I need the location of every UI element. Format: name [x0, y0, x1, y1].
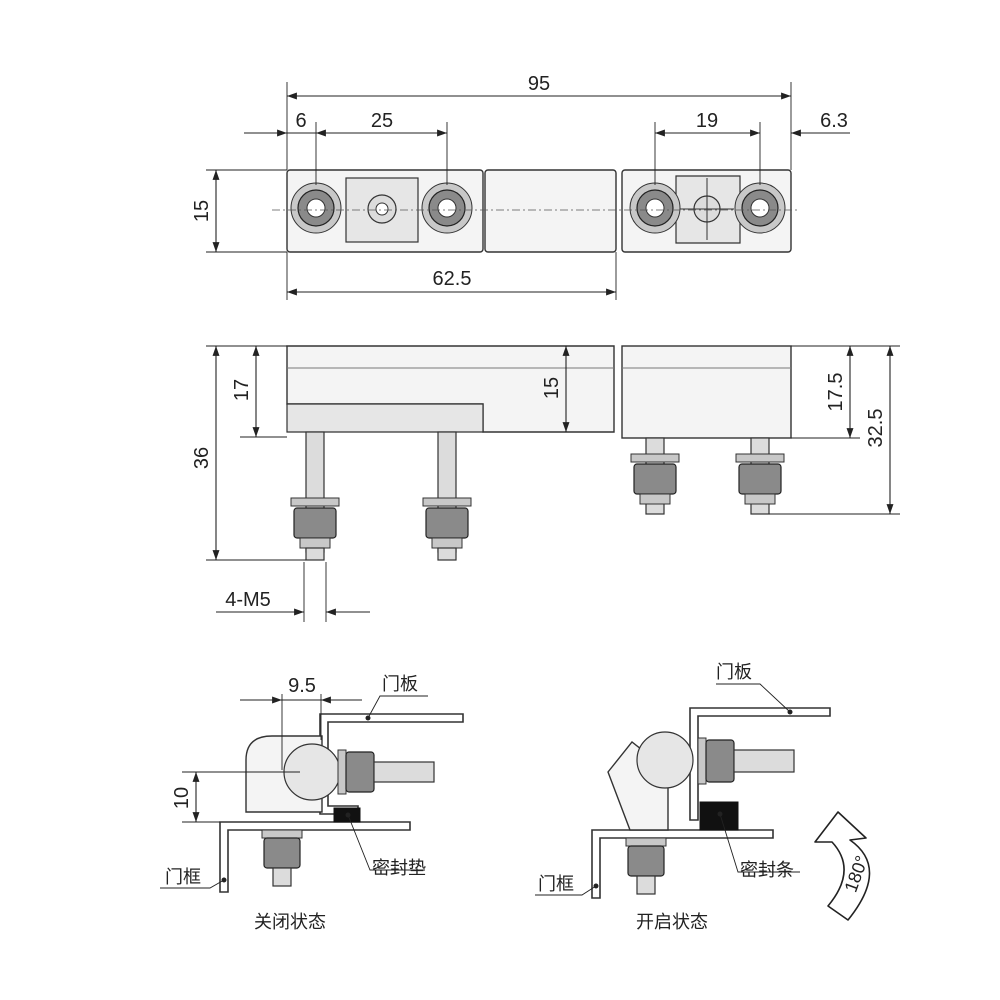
rotation-arrow-icon [814, 811, 871, 921]
label-door-frame-open: 门框 [538, 874, 574, 895]
label-door-panel-closed: 门板 [382, 674, 418, 695]
long-bolt-2 [422, 431, 472, 561]
long-bolt-1 [290, 431, 340, 561]
short-bolt-1 [630, 437, 680, 515]
top-view: 95 6 25 19 6.3 15 62.5 [191, 73, 850, 300]
dim-right-spacing: 19 [696, 110, 718, 132]
label-closed-state: 关闭状态 [254, 912, 326, 933]
label-open-state: 开启状态 [636, 912, 708, 933]
dim-left-spacing: 25 [371, 110, 393, 132]
label-door-panel-open: 门板 [716, 662, 752, 683]
leader-seal-strip [719, 813, 800, 873]
leader-door-frame-open [535, 885, 597, 896]
dim-overall-length: 95 [528, 73, 550, 95]
door-frame-open [591, 829, 774, 899]
dim-left-length: 62.5 [433, 268, 472, 290]
dim-left-total: 36 [191, 447, 213, 469]
bolt-head-2 [421, 182, 473, 234]
door-panel-open [689, 707, 831, 821]
dim-top-height: 15 [191, 200, 213, 222]
short-bolt-2 [735, 437, 785, 515]
door-frame-closed [219, 821, 411, 893]
bolt-head-1 [290, 182, 342, 234]
right-leaf-side [621, 345, 792, 439]
dim-left-edge: 6 [295, 110, 306, 132]
dim-right-body: 17.5 [825, 373, 847, 412]
leader-door-panel-closed [367, 695, 428, 719]
open-state-view: 门板 门框 密封条 开启状态 180° [535, 662, 872, 933]
dim-thread: 4-M5 [225, 589, 271, 611]
dim-right-edge: 6.3 [820, 110, 848, 132]
dim-middle-body: 15 [541, 377, 563, 399]
dim-closed-height: 10 [171, 787, 193, 809]
label-door-frame-closed: 门框 [165, 867, 201, 888]
leader-seal-pad [347, 814, 425, 871]
dim-closed-offset: 9.5 [288, 675, 316, 697]
hinge-knuckle [484, 169, 617, 253]
label-seal-strip: 密封条 [740, 860, 794, 881]
dim-left-body: 17 [231, 379, 253, 401]
dim-right-total: 32.5 [865, 409, 887, 448]
leader-door-frame-closed [160, 879, 225, 889]
bolt-head-4 [734, 182, 786, 234]
label-seal-pad: 密封垫 [372, 858, 426, 879]
seal-strip [699, 801, 739, 831]
bolt-head-3 [629, 182, 681, 234]
hinge-pin-open [636, 731, 694, 789]
closed-state-view: 9.5 10 门板 门框 密封垫 关闭状态 [160, 674, 464, 933]
side-view: 36 17 15 17.5 32.5 4-M5 [191, 345, 900, 622]
leader-door-panel-open [716, 683, 791, 713]
